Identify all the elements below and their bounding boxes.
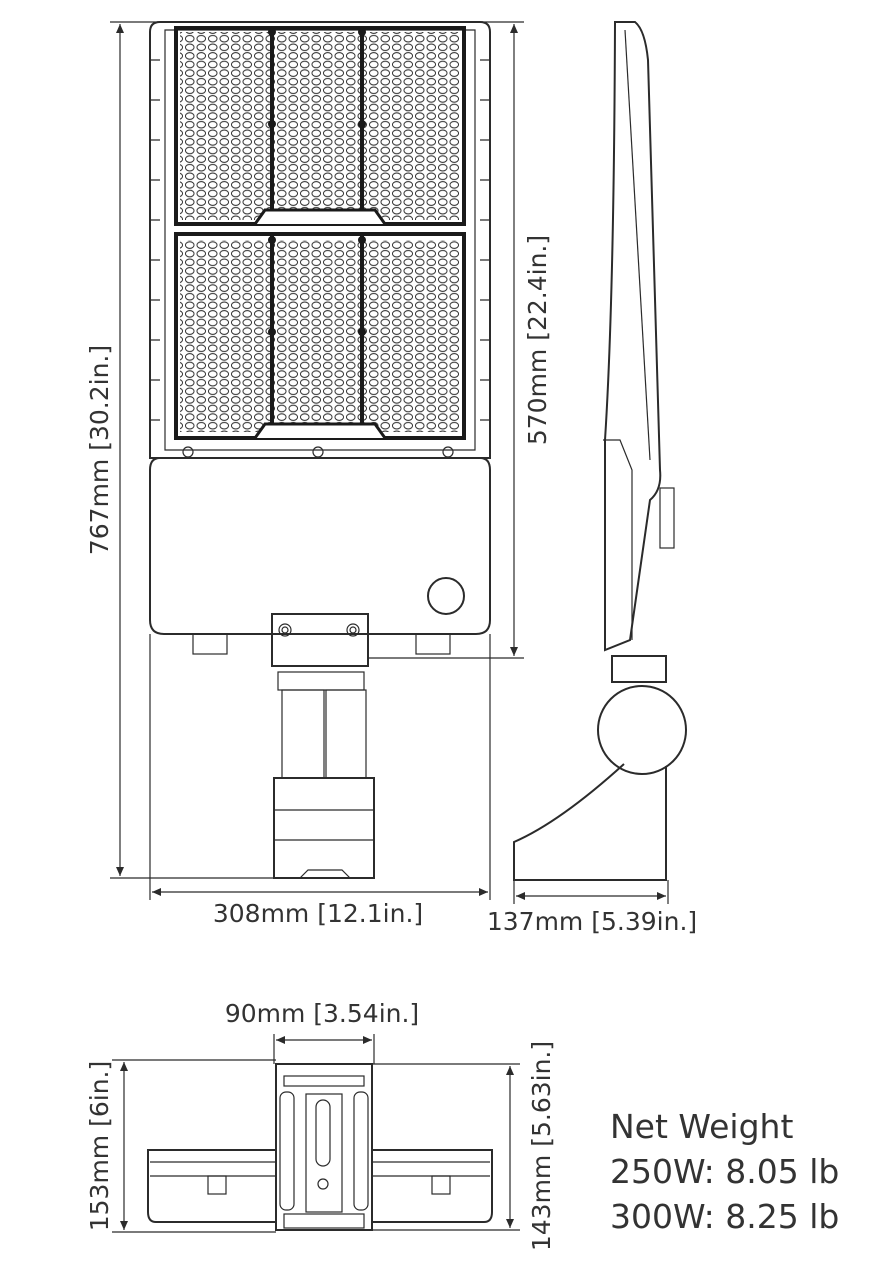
led-module-lower <box>174 232 466 440</box>
dim-side-depth: 137mm [5.39in.] <box>487 907 697 936</box>
net-weight-block: Net Weight 250W: 8.05 lb 300W: 8.25 lb <box>610 1104 839 1239</box>
screw-row <box>182 446 454 458</box>
driver-box <box>149 457 491 635</box>
dim-bottom-left-height: 153mm [6in.] <box>85 1061 114 1232</box>
net-weight-title: Net Weight <box>610 1107 794 1146</box>
weight-300w: 300W: 8.25 lb <box>610 1197 840 1236</box>
mounting-bracket <box>271 613 375 879</box>
pole-adapter <box>597 685 687 775</box>
dim-mount-width: 90mm [3.54in.] <box>225 999 419 1028</box>
housing-fins <box>150 59 490 421</box>
bottom-view: 90mm [3.54in.] 153mm [6in.] 143mm [5.63i… <box>85 999 556 1251</box>
weight-250w: 250W: 8.05 lb <box>610 1152 840 1191</box>
side-view: 137mm [5.39in.] <box>487 21 697 936</box>
photocell-socket <box>427 577 465 615</box>
led-module-upper <box>174 26 466 226</box>
dim-housing-height: 570mm [22.4in.] <box>523 235 552 445</box>
dim-total-height: 767mm [30.2in.] <box>85 345 114 555</box>
dim-front-width: 308mm [12.1in.] <box>213 899 423 928</box>
front-view: 767mm [30.2in.] 570mm [22.4in.] 308mm [1… <box>85 21 552 928</box>
dim-bottom-right-height: 143mm [5.63in.] <box>527 1041 556 1251</box>
